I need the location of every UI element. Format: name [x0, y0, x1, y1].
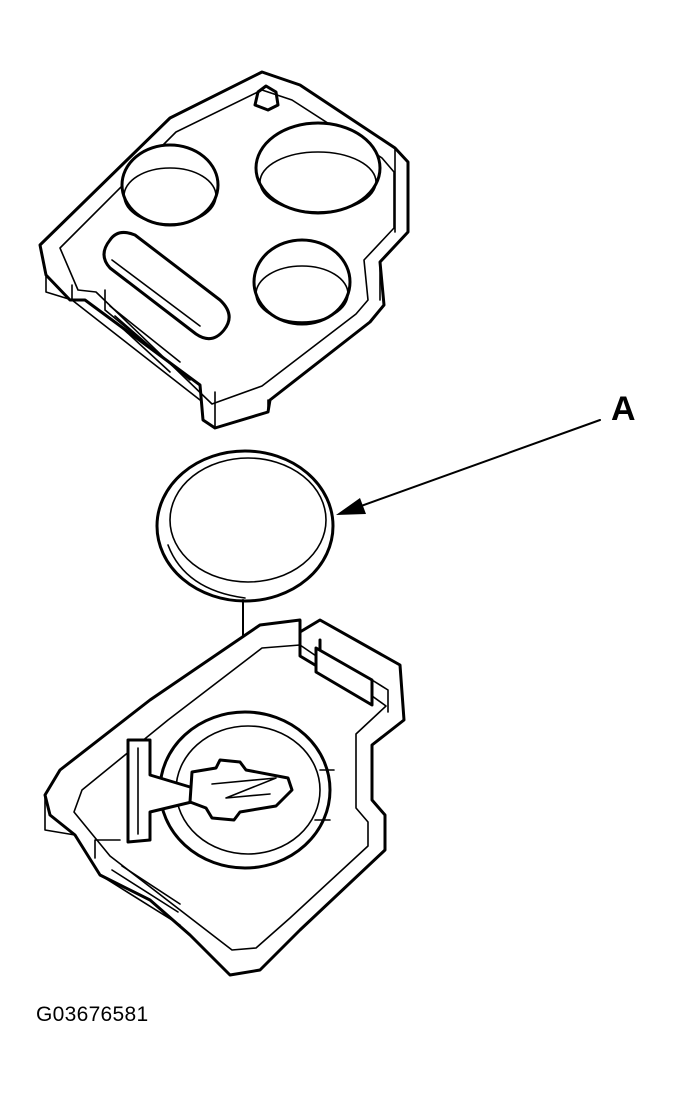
- callout-label-a: A: [611, 390, 636, 428]
- keypad-cover: [38, 70, 410, 430]
- figure-code: G03676581: [36, 1003, 149, 1026]
- callout-arrow: [336, 419, 601, 515]
- case-base: [43, 618, 406, 977]
- battery-coin-cell: [155, 449, 335, 603]
